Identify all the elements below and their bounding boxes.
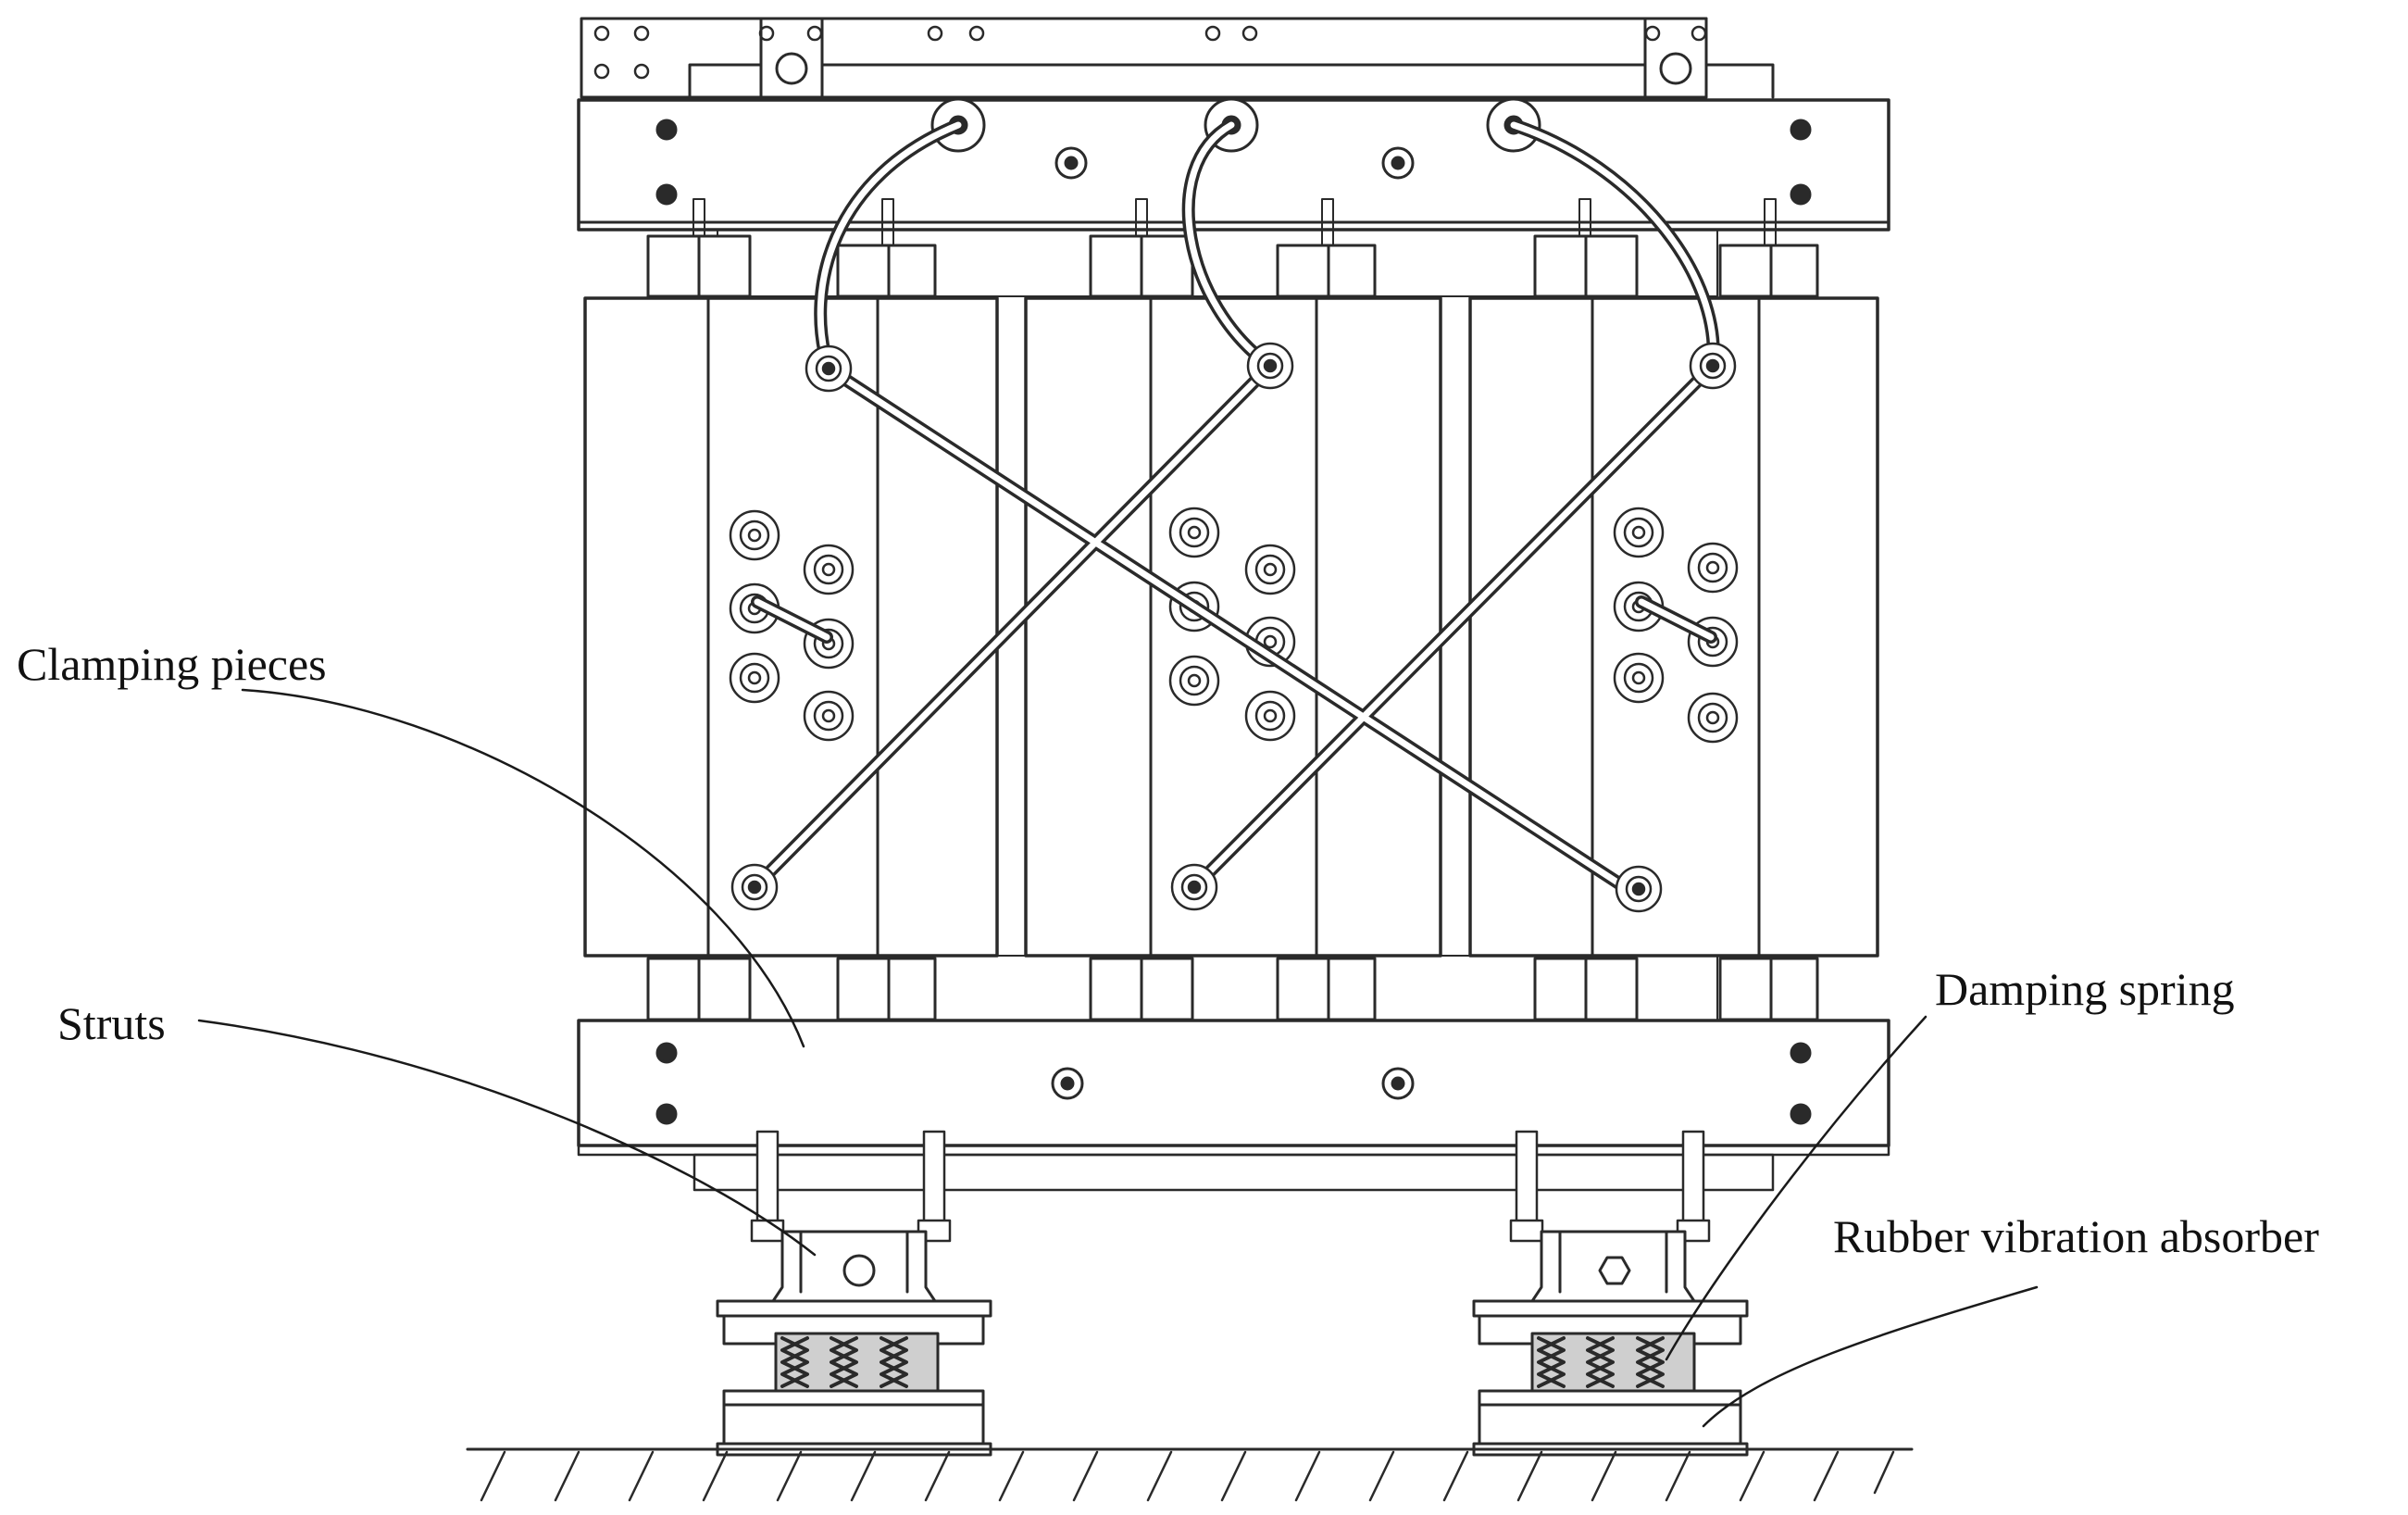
damping-spring-left bbox=[774, 1332, 940, 1393]
leader-clamping-pieces bbox=[241, 688, 805, 1048]
strut-right bbox=[1530, 1230, 1696, 1303]
lower-clamping-beam bbox=[577, 1019, 1890, 1192]
damping-spring-right bbox=[1530, 1332, 1696, 1393]
lower-spacer-blocks bbox=[646, 955, 1819, 1021]
tap-terminals-middle bbox=[1168, 507, 1296, 742]
top-lifting-bar bbox=[580, 17, 1775, 99]
label-damping-spring: Damping spring bbox=[1935, 963, 2235, 1015]
label-struts: Struts bbox=[57, 997, 166, 1049]
support-assembly-left bbox=[716, 1130, 992, 1457]
upper-spacer-blocks bbox=[646, 198, 1819, 298]
leader-struts bbox=[197, 1019, 817, 1257]
strut-bolts-right bbox=[1509, 1130, 1711, 1243]
tap-terminals-left bbox=[729, 509, 855, 742]
connection-leads bbox=[730, 119, 1737, 913]
tap-terminals-right bbox=[1613, 507, 1739, 744]
upper-clamping-beam bbox=[577, 97, 1890, 232]
rubber-absorber-right bbox=[1478, 1403, 1742, 1446]
support-assembly-right bbox=[1472, 1130, 1749, 1457]
ground-line bbox=[466, 1447, 1914, 1502]
label-clamping-pieces: Clamping pieces bbox=[17, 638, 327, 690]
leader-rubber-absorber bbox=[1702, 1285, 2039, 1428]
strut-bolts-left bbox=[750, 1130, 952, 1243]
rubber-absorber-left bbox=[722, 1403, 985, 1446]
leader-damping-spring bbox=[1665, 1015, 1928, 1361]
label-rubber-vibration-absorber: Rubber vibration absorber bbox=[1833, 1210, 2319, 1262]
leader-lines bbox=[197, 688, 2039, 1428]
tap-terminals bbox=[729, 507, 1739, 744]
top-bar-holes bbox=[593, 25, 1707, 80]
